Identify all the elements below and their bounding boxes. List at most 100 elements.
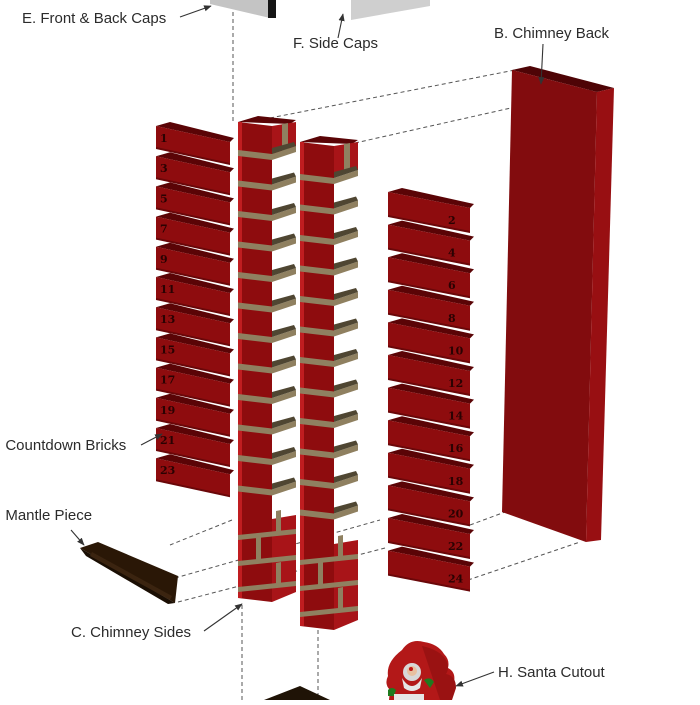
brick-front-face [156,307,230,346]
brick-front-face [388,355,470,395]
mortar-ledge [334,444,358,459]
countdown-brick: 5 [156,182,234,226]
mortar-ledge [334,170,358,184]
brick-top-face [388,318,474,339]
mortar-ledge [334,200,358,215]
mortar-band [238,180,272,191]
mortar-ledge [334,353,358,367]
mortar-ledge [272,481,296,496]
brick-front-face [156,126,230,164]
post-top-face [238,116,296,124]
brick-number: 7 [160,223,168,236]
mortar-band [238,394,272,404]
brick-top-face [388,383,474,404]
mortar-band [238,581,296,592]
brick-top-face [388,351,474,371]
countdown-brick: 11 [156,273,234,316]
hearth-piece [264,686,330,700]
countdown-brick: 22 [388,514,474,559]
mortar-ledge [334,414,358,428]
mortar-band [300,204,334,215]
santa-cutout [386,641,456,705]
brick-number: 13 [160,313,175,326]
chimney-side-post [238,116,296,602]
brick-front-face [156,246,230,285]
brick-number: 19 [160,404,175,417]
brick-top-face [388,285,474,306]
brick-number: 5 [160,192,168,205]
brick-top-face [388,448,474,469]
mortar-band [300,174,334,184]
countdown-brick: 21 [156,424,234,467]
brick-top-face [156,212,234,233]
brick-top-face [388,481,474,502]
brick-top-face [156,122,234,142]
label-countdown-bricks: . Countdown Bricks [0,437,127,454]
mortar-band [300,479,334,489]
chimney-back-panel [502,66,614,542]
brick-number: 6 [448,279,456,292]
brick-top-face [156,454,234,475]
label-chimney-back: B. Chimney Back [494,25,610,42]
mortar-band [238,333,272,343]
brick-top-face [156,393,234,414]
mortar-ledge [272,420,296,435]
brick-number: 17 [160,374,175,387]
mortar-ledge [272,298,296,313]
brick-number: 20 [448,507,464,520]
countdown-brick: 7 [156,212,234,256]
countdown-brick: 24 [388,546,474,592]
mortar-band [300,235,334,245]
brick-front-face [156,216,230,255]
mortar-band [300,296,334,306]
mortar-band [238,211,272,221]
brick-front-face [156,367,230,406]
mortar-band [238,485,272,496]
brick-front-face [388,485,470,526]
mortar-ledge [272,146,296,160]
leader-side-caps [337,13,345,39]
mortar-band [300,357,334,367]
brick-number: 2 [448,214,456,227]
post-top-face [300,136,358,144]
mortar-band [300,554,358,565]
front-back-cap [210,0,276,18]
chimney-side-post [300,136,358,630]
mortar-band [300,509,334,520]
chimney-sides [238,116,358,630]
countdown-brick: 14 [388,383,474,429]
mortar-band [238,363,272,374]
brick-front-face [156,428,230,466]
brick-number: 21 [160,434,175,447]
brick-front-face [388,192,470,232]
mortar-band [238,150,272,160]
brick-number: 14 [448,410,464,423]
brick-top-face [156,333,234,354]
brick-front-face [388,550,470,591]
leader-countdown-bricks [140,433,163,446]
brick-front-face [388,387,470,428]
mortar-band [238,555,296,566]
countdown-brick: 1 [156,122,234,165]
countdown-brick: 20 [388,481,474,527]
mortar-ledge [334,261,358,276]
mortar-band [300,326,334,337]
label-chimney-sides: C. Chimney Sides [71,624,192,641]
countdown-brick: 10 [388,318,474,364]
brick-number: 12 [448,377,463,390]
brick-front-face [156,156,230,195]
brick-number: 23 [160,464,175,477]
mortar-ledge [334,383,358,398]
countdown-brick: 3 [156,152,234,196]
mortar-ledge [334,505,358,520]
countdown-brick: 15 [156,333,234,377]
mortar-band [300,580,358,591]
brick-top-face [388,514,474,534]
brick-front-face [156,186,230,225]
leader-front-back-caps [179,5,212,18]
mortar-ledge [272,268,296,282]
countdown-brick: 18 [388,448,474,494]
label-santa-cutout: H. Santa Cutout [498,664,605,681]
mortar-band [300,265,334,276]
